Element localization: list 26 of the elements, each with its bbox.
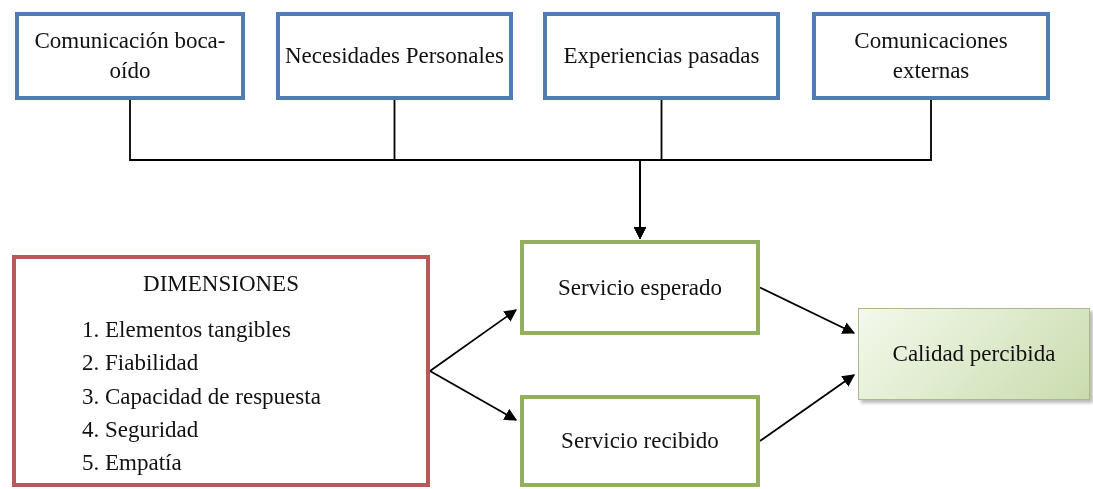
node-label: Comunicaciones externas [853,27,1009,85]
factor-box [543,12,780,100]
node-label: Servicio esperado [557,273,723,302]
list-item: 4. Seguridad [81,415,200,444]
factor-box [15,12,245,100]
dimensions-box [12,255,430,487]
service-box [520,395,760,487]
list-item: 1. Elementos tangibles [81,315,292,344]
list-item: 5. Empatía [81,449,183,478]
node-label: Experiencias pasadas [563,42,760,71]
arrow [633,99,932,240]
arrow [759,286,856,334]
service-box [520,240,760,335]
arrow [429,370,518,421]
node-label: Servicio recibido [561,427,719,456]
arrow [759,374,856,442]
list-item: 2. Fiabilidad [81,349,200,378]
factor-box [812,12,1050,100]
node-label: Calidad percibida [892,340,1056,369]
factor-box [276,12,513,100]
list-item: 3. Capacidad de respuesta [81,382,322,411]
arrow [429,309,518,372]
result-box [858,308,1090,400]
node-label: Comunicación boca-oído [33,27,227,85]
heading: DIMENSIONES [142,270,300,298]
node-label: Necesidades Personales [284,42,505,71]
